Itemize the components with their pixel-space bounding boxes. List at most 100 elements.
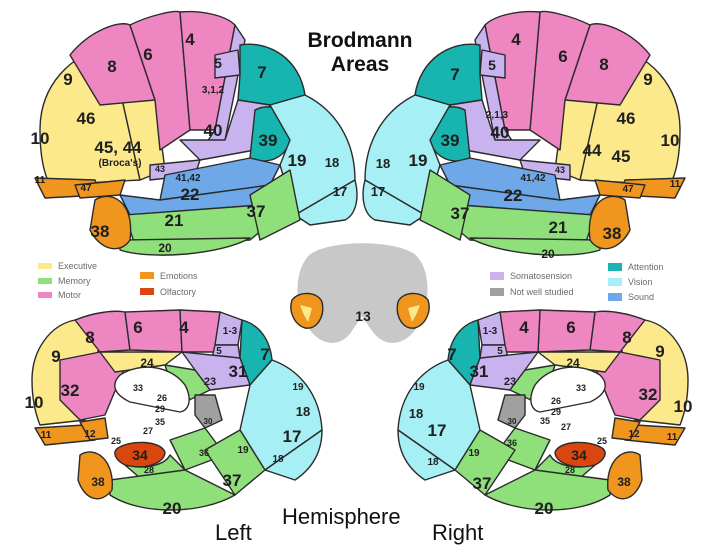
m-region-gray-r xyxy=(497,394,526,429)
area-label: 11 xyxy=(670,179,681,190)
area-label: 37 xyxy=(247,202,266,221)
area-label: 37 xyxy=(223,471,242,490)
m-region-18 xyxy=(264,429,323,481)
area-label: 47 xyxy=(622,184,634,195)
labels-left-medial: 6 4 1-3 8 5 7 9 24 31 23 32 33 19 26 10 … xyxy=(25,318,311,518)
area-label: 20 xyxy=(541,247,555,261)
area-label: 37 xyxy=(451,204,470,223)
area-label: 39 xyxy=(441,131,460,150)
legend-label-motor: Motor xyxy=(58,290,81,300)
area-label: 26 xyxy=(551,396,561,406)
m-region-37 xyxy=(204,429,266,496)
legend-label-sound: Sound xyxy=(628,292,654,302)
area-label: 21 xyxy=(165,211,184,230)
m-region-34-r xyxy=(554,441,606,468)
caption-left: Left xyxy=(215,520,252,545)
area-label: 20 xyxy=(158,241,172,255)
legend: Executive Memory Motor Emotions Olfactor… xyxy=(38,261,664,302)
area-label: 8 xyxy=(599,55,608,74)
area-label: 41,42 xyxy=(175,173,200,184)
area-label: 10 xyxy=(25,393,44,412)
area-label: 9 xyxy=(643,70,652,89)
area-label: 10 xyxy=(661,131,680,150)
area-label: 9 xyxy=(51,347,60,366)
area-label: 33 xyxy=(133,383,143,393)
center-insula-view xyxy=(290,243,430,343)
m-region-38-r xyxy=(607,451,643,500)
labels-left-lateral: 6 4 8 5 7 9 3,1,2 46 40 10 45, 44 (Broca… xyxy=(31,30,348,255)
legend-swatch-somatosension xyxy=(490,272,504,280)
area-label: 5 xyxy=(214,55,222,71)
area-label: 7 xyxy=(257,63,266,82)
area-label: 5 xyxy=(497,346,503,357)
area-label: 12 xyxy=(628,429,640,440)
area-label: 17 xyxy=(371,184,385,199)
region-7 xyxy=(237,43,306,106)
area-label: 46 xyxy=(617,109,636,128)
area-label: 32 xyxy=(61,381,80,400)
area-label: 37 xyxy=(473,474,492,493)
area-label: 28 xyxy=(144,465,154,475)
legend-label-not-well-studied: Not well studied xyxy=(510,287,574,297)
legend-label-memory: Memory xyxy=(58,276,91,286)
area-label: 32 xyxy=(639,385,658,404)
region-38-r xyxy=(588,195,631,250)
area-label: 25 xyxy=(597,436,607,446)
region-20 xyxy=(119,237,251,256)
m-region-31 xyxy=(181,351,251,391)
area-label: 4 xyxy=(179,318,189,337)
area-label: 7 xyxy=(447,345,456,364)
area-label: 2,1,3 xyxy=(486,110,509,121)
callosum-hole-r xyxy=(530,366,606,413)
region-47 xyxy=(74,179,126,199)
legend-swatch-not-well-studied xyxy=(490,288,504,296)
area-label: 20 xyxy=(535,499,554,518)
area-label: 46 xyxy=(77,109,96,128)
area-label: 27 xyxy=(143,426,153,436)
area-label: 36 xyxy=(199,448,209,458)
region-37-r xyxy=(419,169,471,241)
m-region-31-r xyxy=(469,351,539,391)
area-label: 17 xyxy=(428,421,447,440)
title-line-2: Areas xyxy=(331,53,389,76)
m-region-12 xyxy=(79,417,109,441)
area-label: 19 xyxy=(288,151,307,170)
area-label: 30 xyxy=(508,417,517,426)
area-label: 18 xyxy=(376,156,390,171)
region-4142-r xyxy=(439,157,561,201)
caption-right: Right xyxy=(432,520,483,545)
area-label: 35 xyxy=(155,417,165,427)
area-label: 26 xyxy=(157,393,167,403)
area-label: 5 xyxy=(488,57,496,73)
title-line-1: Brodmann xyxy=(308,29,413,52)
legend-swatch-vision xyxy=(608,278,622,286)
legend-label-somatosension: Somatosension xyxy=(510,271,572,281)
area-label: 22 xyxy=(504,186,523,205)
area-label: 18 xyxy=(272,454,284,465)
region-38 xyxy=(89,195,132,250)
area-label: 11 xyxy=(41,430,52,441)
legend-swatch-sound xyxy=(608,293,622,301)
m-region-38 xyxy=(77,451,113,500)
m-region-37-r xyxy=(454,429,516,496)
region-20-r xyxy=(469,237,601,256)
area-label: 18 xyxy=(325,155,339,170)
area-label: 10 xyxy=(674,397,693,416)
area-label: 6 xyxy=(133,318,142,337)
m-region-gray xyxy=(194,394,223,429)
area-label: 5 xyxy=(216,346,222,357)
area-label: 29 xyxy=(155,404,165,414)
area-label: 8 xyxy=(622,328,631,347)
area-label: 22 xyxy=(181,185,200,204)
area-label: 33 xyxy=(576,383,586,393)
area-label: 8 xyxy=(85,328,94,347)
area-label: 44 xyxy=(583,141,602,160)
area-label: 11 xyxy=(35,175,46,186)
area-label: 47 xyxy=(80,183,92,194)
region-18 xyxy=(294,179,358,226)
area-label: (Broca's) xyxy=(99,158,142,169)
area-label: 24 xyxy=(566,356,580,370)
area-label: 34 xyxy=(571,447,587,463)
area-label: 39 xyxy=(259,131,278,150)
area-label: 4 xyxy=(511,30,521,49)
